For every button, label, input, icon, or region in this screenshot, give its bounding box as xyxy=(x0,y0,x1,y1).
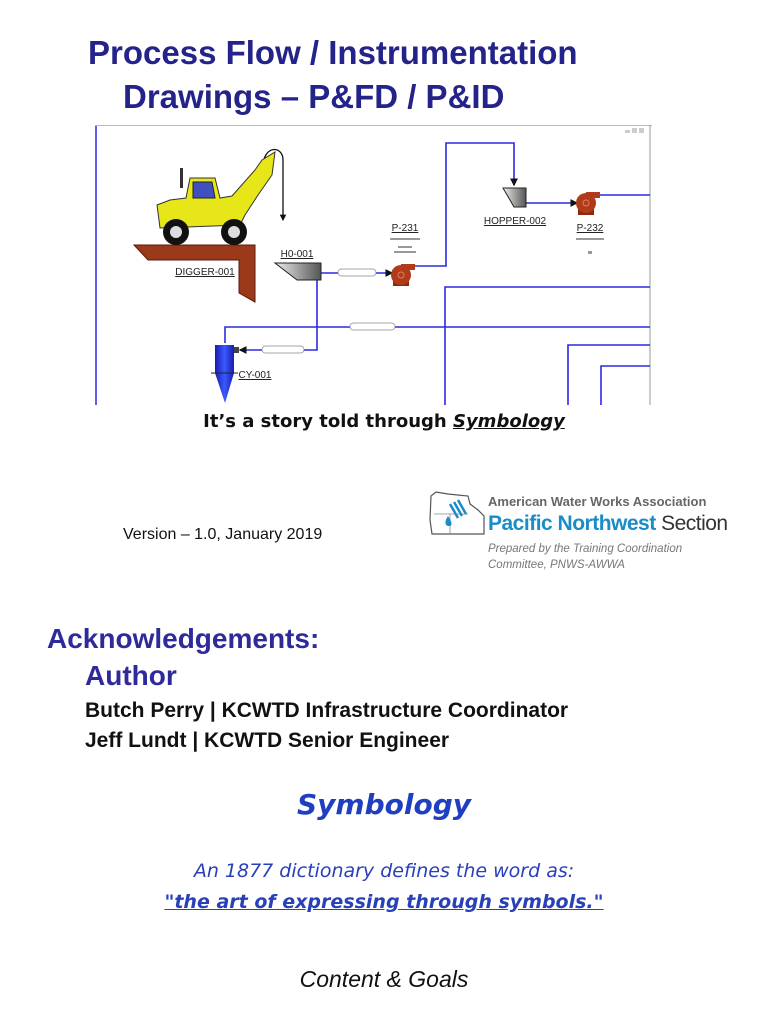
pacific-northwest-map-icon xyxy=(429,491,485,535)
tagline: It’s a story told through Symbology xyxy=(0,410,768,434)
logo-org-name: American Water Works Association xyxy=(488,494,707,509)
acknowledgements-heading: Acknowledgements: xyxy=(47,623,320,654)
page-title-line-1: Process Flow / Instrumentation xyxy=(88,34,578,71)
version-text: Version – 1.0, January 2019 xyxy=(123,526,323,543)
symbology-heading: Symbology xyxy=(296,788,471,821)
hopper-2-label: HOPPER-002 xyxy=(484,216,547,227)
tagline-emphasis: Symbology xyxy=(452,411,565,432)
cyclone-icon xyxy=(211,345,239,403)
definition-intro: An 1877 dictionary defines the word as: xyxy=(193,860,575,882)
hopper-1-icon xyxy=(273,262,322,281)
process-flow-diagram: DIGGER-001 H0-001 P-231 HOPPER-002 P-232… xyxy=(95,125,652,405)
pump-2-label: P-232 xyxy=(577,223,604,234)
pnws-awwa-logo: American Water Works Association Pacific… xyxy=(428,488,758,584)
author-entry: Butch Perry | KCWTD Infrastructure Coord… xyxy=(85,699,569,722)
pump-1-icon xyxy=(391,264,415,286)
digger-ground xyxy=(132,244,256,303)
line-tags xyxy=(261,268,396,354)
author-entry: Jeff Lundt | KCWTD Senior Engineer xyxy=(85,729,450,752)
content-goals-heading: Content & Goals xyxy=(299,966,469,992)
tagline-text: It’s a story told through xyxy=(203,411,453,432)
loader-icon xyxy=(156,151,276,245)
definition-quote: "the art of expressing through symbols." xyxy=(164,891,604,913)
hopper-2-icon xyxy=(502,187,527,208)
cyclone-label: CY-001 xyxy=(239,370,272,381)
pump-2-icon xyxy=(576,192,600,215)
page-title-line-2: Drawings – P&FD / P&ID xyxy=(123,78,505,115)
logo-section-name: Pacific Northwest Section xyxy=(488,512,728,535)
pump-1-label: P-231 xyxy=(392,223,419,234)
digger-label: DIGGER-001 xyxy=(175,267,235,278)
author-heading: Author xyxy=(85,660,177,691)
window-controls-icon xyxy=(625,128,644,133)
hopper-1-label: H0-001 xyxy=(281,249,314,260)
